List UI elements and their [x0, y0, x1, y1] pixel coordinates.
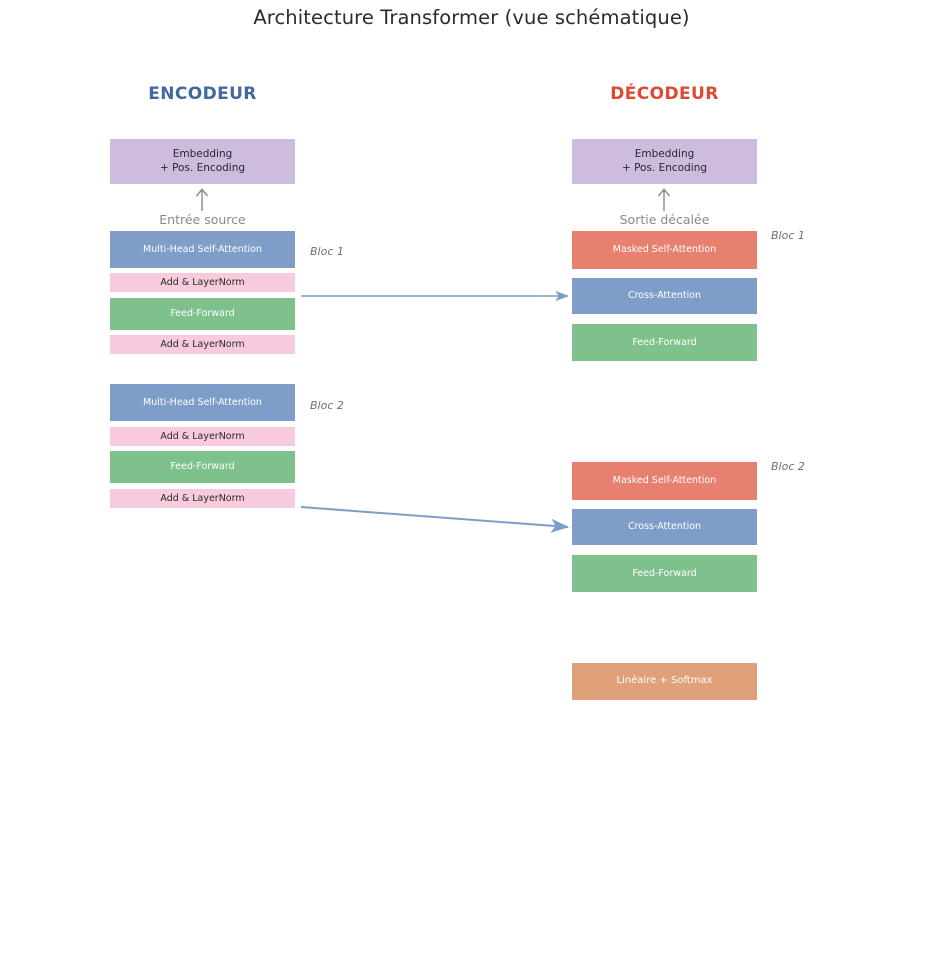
decoder-block1-feed-forward: Feed-Forward: [572, 324, 757, 361]
decoder-block2-label: Bloc 2: [771, 460, 805, 473]
encoder-block1-multi-head-self-attention: Multi-Head Self-Attention: [110, 231, 295, 268]
decoder-block2-masked-self-attention: Masked Self-Attention: [572, 462, 757, 500]
encoder-block1-add-layernorm-2: Add & LayerNorm: [110, 335, 295, 354]
encoder-block2-add-layernorm-1: Add & LayerNorm: [110, 427, 295, 446]
encoder-embedding-line2: + Pos. Encoding: [159, 161, 246, 174]
decoder-output-linear-softmax: Linéaire + Softmax: [572, 663, 757, 700]
decoder-block1-masked-self-attention: Masked Self-Attention: [572, 231, 757, 269]
encoder-input-label: Entrée source: [159, 212, 246, 227]
decoder-block2-feed-forward: Feed-Forward: [572, 555, 757, 592]
arrow-up-icon: [657, 188, 671, 211]
decoder-embedding-line1: Embedding: [634, 148, 695, 161]
encoder-block2-label: Bloc 2: [310, 399, 344, 412]
encoder-embedding-box: Embedding + Pos. Encoding: [110, 139, 295, 184]
decoder-column-heading: DÉCODEUR: [610, 84, 719, 104]
encoder-block1-label: Bloc 1: [310, 245, 344, 258]
encoder-column-heading: ENCODEUR: [148, 84, 257, 104]
encoder-block2-feed-forward: Feed-Forward: [110, 451, 295, 483]
connector-encoder-block2-to-decoder-cross-2: [300, 506, 569, 533]
decoder-input-label: Sortie décalée: [619, 212, 710, 227]
decoder-embedding-box: Embedding + Pos. Encoding: [572, 139, 757, 184]
encoder-embedding-line1: Embedding: [172, 148, 233, 161]
decoder-block1-label: Bloc 1: [771, 229, 805, 242]
encoder-block2-add-layernorm-2: Add & LayerNorm: [110, 489, 295, 508]
decoder-block1-cross-attention: Cross-Attention: [572, 278, 757, 314]
encoder-block1-feed-forward: Feed-Forward: [110, 298, 295, 330]
arrow-up-icon: [195, 188, 209, 211]
decoder-block2-cross-attention: Cross-Attention: [572, 509, 757, 545]
encoder-block2-multi-head-self-attention: Multi-Head Self-Attention: [110, 384, 295, 421]
page-title: Architecture Transformer (vue schématiqu…: [253, 6, 690, 29]
decoder-embedding-line2: + Pos. Encoding: [621, 161, 708, 174]
encoder-block1-add-layernorm-1: Add & LayerNorm: [110, 273, 295, 292]
